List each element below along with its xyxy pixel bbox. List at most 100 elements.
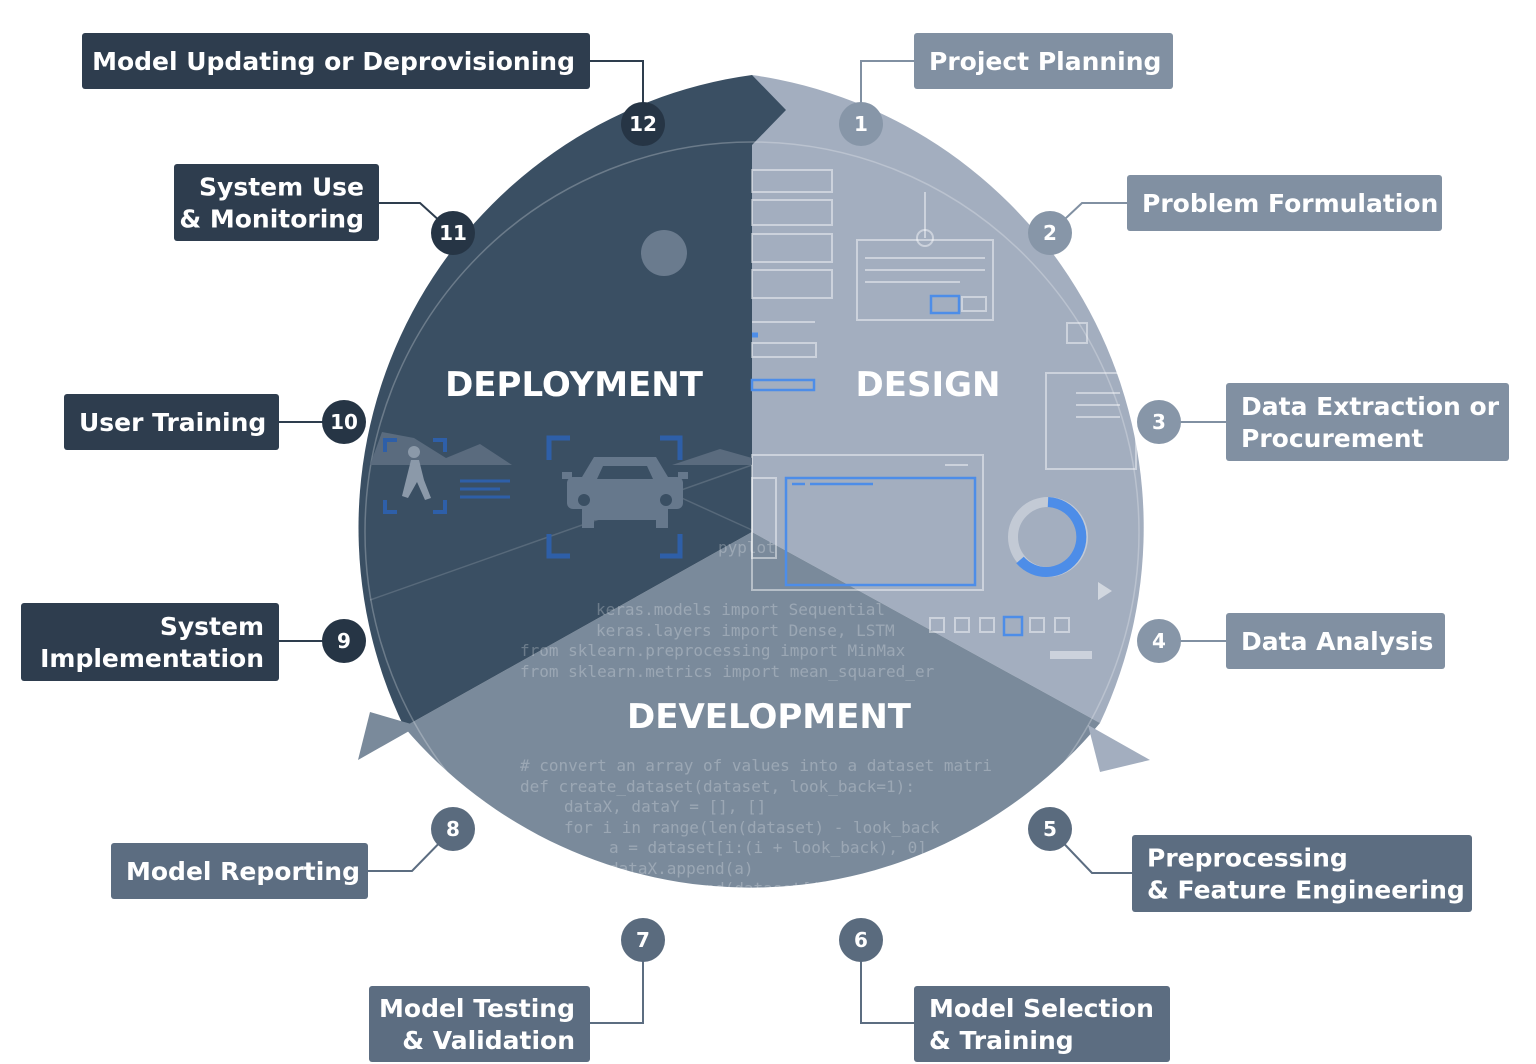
step-label-box <box>914 986 1170 1062</box>
step-label-box <box>64 394 279 450</box>
step-label: & Feature Engineering <box>1147 876 1465 905</box>
development-arrow <box>358 712 418 760</box>
code-line: a = dataset[i:(i + look_back), 0] <box>609 838 927 857</box>
step-7: Model Testing & Validation 7 <box>369 918 665 1062</box>
step-number-badge <box>621 918 665 962</box>
step-label-box <box>111 843 368 899</box>
step-label-box <box>21 603 279 681</box>
step-number: 10 <box>330 410 358 434</box>
step-number: 5 <box>1043 817 1057 841</box>
deployment-illustration <box>369 230 753 601</box>
step-label-box <box>82 33 590 89</box>
step-number-badge <box>1028 211 1072 255</box>
step-number: 2 <box>1043 221 1057 245</box>
step-number-badge <box>839 102 883 146</box>
code-line: dataX.append(a) <box>609 859 754 878</box>
step-6: Model Selection & Training 6 <box>839 918 1170 1062</box>
step-label-box <box>1132 835 1472 912</box>
code-line: def create_dataset(dataset, look_back=1)… <box>520 777 915 796</box>
code-overlay: pyplot keras.models import Sequential kera… <box>520 538 992 918</box>
step-number-badge <box>322 400 366 444</box>
step-number: 3 <box>1152 410 1166 434</box>
code-line: numpy.array(dataX) <box>660 899 833 918</box>
step-label: Procurement <box>1241 424 1424 453</box>
step-label-box <box>1226 613 1445 669</box>
pedestrian-icon <box>402 446 431 500</box>
step-number: 9 <box>337 629 351 653</box>
step-number: 8 <box>446 817 460 841</box>
step-number: 4 <box>1152 629 1166 653</box>
step-label: User Training <box>79 408 266 437</box>
step-label-box <box>914 33 1173 89</box>
wheel <box>358 75 1150 923</box>
code-line: from sklearn.metrics import mean_squared… <box>520 662 935 681</box>
phase-design: DESIGN <box>856 365 1001 405</box>
code-line: for i in range(len(dataset) - look_back <box>564 818 940 837</box>
step-label: System Use <box>199 173 364 202</box>
step-11: System Use & Monitoring 11 <box>174 164 475 255</box>
design-illustration <box>751 169 1137 659</box>
speed-lines <box>460 479 510 499</box>
step-connector <box>590 940 644 1024</box>
step-label: & Monitoring <box>179 205 364 234</box>
step-number-badge <box>839 918 883 962</box>
step-label: Preprocessing <box>1147 844 1348 873</box>
step-label: Model Reporting <box>126 857 360 886</box>
pedestrian-focus-frame <box>383 438 447 514</box>
step-number-badge <box>1028 807 1072 851</box>
code-line: pyplot <box>718 538 776 557</box>
step-label: & Validation <box>402 1026 575 1055</box>
step-label: Data Analysis <box>1241 627 1433 656</box>
step-number: 11 <box>439 221 467 245</box>
deployment-arrow <box>752 75 786 145</box>
step-10: User Training 10 <box>64 394 366 450</box>
code-line: dataY.append(dataset[i + look <box>609 879 889 898</box>
step-number: 1 <box>854 112 868 136</box>
step-1: Project Planning 1 <box>839 33 1173 146</box>
step-label-box <box>174 164 379 241</box>
step-label: Model Selection <box>929 994 1154 1023</box>
step-label: Project Planning <box>929 47 1161 76</box>
development-sector <box>404 532 1100 888</box>
step-connector <box>860 940 914 1024</box>
step-number: 6 <box>854 928 868 952</box>
step-label: Model Updating or Deprovisioning <box>92 47 575 76</box>
code-line: dataX, dataY = [], [] <box>564 797 766 816</box>
step-4: Data Analysis 4 <box>1137 613 1445 669</box>
step-number-badge <box>431 807 475 851</box>
step-label: Data Extraction or <box>1241 392 1500 421</box>
code-line: from sklearn.preprocessing import MinMax <box>520 641 906 660</box>
step-number-badge <box>431 211 475 255</box>
step-label: Implementation <box>40 644 264 673</box>
step-label-box <box>1127 175 1442 231</box>
step-8: Model Reporting 8 <box>111 807 475 899</box>
step-5: Preprocessing & Feature Engineering 5 <box>1028 807 1472 912</box>
code-line: keras.layers import Dense, LSTM <box>596 621 895 640</box>
step-label: Model Testing <box>379 994 575 1023</box>
step-2: Problem Formulation 2 <box>1028 175 1442 255</box>
step-number-badge <box>621 102 665 146</box>
step-label: & Training <box>929 1026 1074 1055</box>
phase-development: DEVELOPMENT <box>627 697 912 737</box>
step-label-box <box>1226 383 1509 461</box>
play-icon <box>1098 582 1112 600</box>
step-number-badge <box>1137 400 1181 444</box>
step-number: 7 <box>636 928 650 952</box>
moon-icon <box>641 230 687 276</box>
design-accents <box>750 294 1087 637</box>
inner-ring <box>364 141 1140 923</box>
design-arrow <box>1088 725 1150 772</box>
code-line: keras.models import Sequential <box>596 600 885 619</box>
step-number-badge <box>1137 619 1181 663</box>
step-label: System <box>160 612 264 641</box>
step-label-box <box>369 986 590 1062</box>
step-3: Data Extraction or Procurement 3 <box>1137 383 1509 461</box>
phase-deployment: DEPLOYMENT <box>445 365 704 405</box>
car-focus-frame <box>546 435 683 559</box>
design-sector <box>752 75 1144 723</box>
step-label: Problem Formulation <box>1142 189 1438 218</box>
